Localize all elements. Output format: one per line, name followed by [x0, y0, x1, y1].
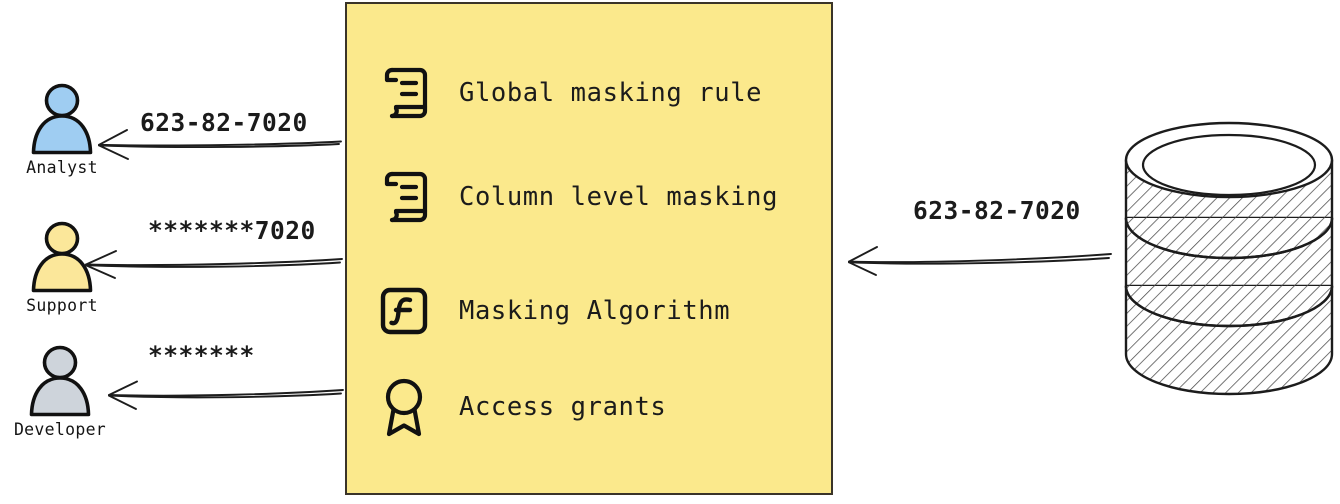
persona-developer: Developer: [0, 344, 120, 439]
policy-row-label: Access grants: [459, 392, 667, 422]
function-icon: [375, 280, 433, 342]
policy-row-label: Masking Algorithm: [459, 296, 731, 326]
scroll-icon: [375, 166, 433, 228]
user-icon: [31, 83, 93, 155]
flow-value-support: *******7020: [148, 216, 316, 245]
flow-value-source: 623-82-7020: [913, 196, 1081, 225]
persona-support: Support: [2, 220, 122, 315]
scroll-icon: [375, 62, 433, 124]
policy-row: Column level masking: [375, 166, 778, 228]
policy-row: Masking Algorithm: [375, 280, 730, 342]
persona-label: Developer: [13, 420, 107, 439]
policy-row-label: Global masking rule: [459, 78, 763, 108]
arrow-from-database: [848, 246, 1112, 276]
arrow-to-support: [85, 250, 343, 279]
persona-label: Analyst: [26, 158, 98, 177]
flow-value-analyst: 623-82-7020: [140, 108, 308, 137]
policy-row: Global masking rule: [375, 62, 762, 124]
user-icon: [29, 345, 91, 417]
database-icon: [1124, 121, 1334, 396]
policy-panel: Global masking rule Column level masking: [345, 2, 833, 495]
arrow-to-analyst: [98, 129, 342, 160]
award-icon: [375, 376, 433, 438]
flow-value-developer: *******: [148, 341, 255, 370]
arrow-to-developer: [108, 380, 344, 410]
policy-row-label: Column level masking: [459, 182, 779, 212]
user-icon: [31, 221, 93, 293]
persona-analyst: Analyst: [2, 82, 122, 177]
policy-row: Access grants: [375, 376, 666, 438]
persona-label: Support: [26, 296, 98, 315]
